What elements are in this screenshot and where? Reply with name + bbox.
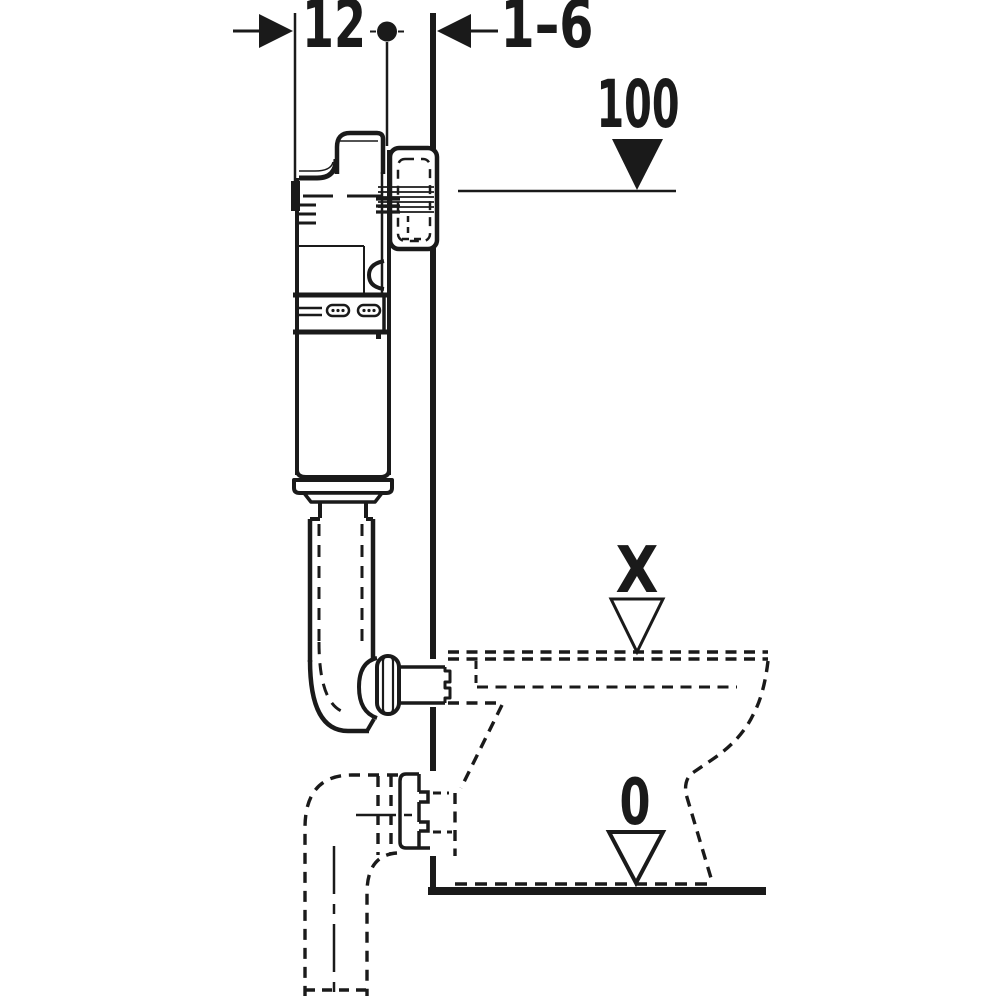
flush-elbow-outer <box>307 659 369 734</box>
drain-wall-connector <box>398 772 430 850</box>
dim-12-label: 12 <box>302 0 366 63</box>
rail-slot-right <box>356 303 382 318</box>
level-0-label: 0 <box>620 766 651 840</box>
arrowhead-right-icon <box>259 14 293 48</box>
toilet-pan-dashed-outline <box>433 650 770 886</box>
pipe-castellated-end <box>443 667 452 703</box>
flush-pipe <box>307 517 452 734</box>
arrowhead-left-icon <box>437 14 471 48</box>
level-marker-100: 100 <box>458 66 680 193</box>
protection-box <box>376 145 440 252</box>
reference-dot-icon <box>377 21 397 42</box>
side-clip-hook <box>367 259 385 291</box>
flush-elbow-inner-dashed <box>317 641 348 715</box>
level-marker-0: 0 <box>605 766 667 888</box>
dimension-wall-finish: 1–6 <box>437 0 594 63</box>
level-x-label: X <box>616 534 659 608</box>
front-clamp-bar <box>291 181 300 211</box>
level-marker-x: X <box>608 534 666 656</box>
cistern-body <box>291 130 394 518</box>
gasket-ring <box>375 654 401 716</box>
rail-slot-left <box>325 303 351 318</box>
dimension-cistern-depth: 12 <box>233 0 404 182</box>
level-100-label: 100 <box>597 66 680 143</box>
dim-1-6-label: 1–6 <box>501 0 594 63</box>
filled-triangle-icon <box>612 139 663 190</box>
open-triangle-icon <box>605 830 667 888</box>
flush-elbow-bell <box>357 656 378 720</box>
cistern-flange <box>292 478 394 495</box>
drain-elbow-dashed <box>303 773 420 999</box>
open-triangle-icon <box>608 597 666 656</box>
